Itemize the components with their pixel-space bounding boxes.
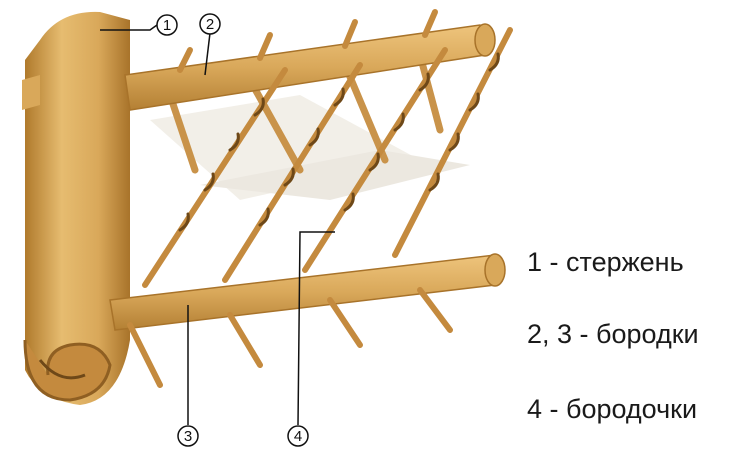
callout-3: 3 bbox=[178, 426, 198, 446]
callout-2: 2 bbox=[200, 14, 220, 34]
rachis-shaft bbox=[22, 12, 130, 405]
legend-item-shaft: 1 - стержень bbox=[527, 247, 684, 278]
callout-4: 4 bbox=[288, 426, 308, 446]
svg-text:3: 3 bbox=[184, 428, 192, 445]
svg-text:2: 2 bbox=[206, 16, 214, 33]
legend-item-barbules: 4 - бородочки bbox=[527, 394, 697, 425]
legend-item-barbs: 2, 3 - бородки bbox=[527, 319, 699, 350]
svg-text:1: 1 bbox=[163, 17, 171, 34]
callout-1: 1 bbox=[157, 15, 177, 35]
svg-text:4: 4 bbox=[294, 428, 302, 445]
